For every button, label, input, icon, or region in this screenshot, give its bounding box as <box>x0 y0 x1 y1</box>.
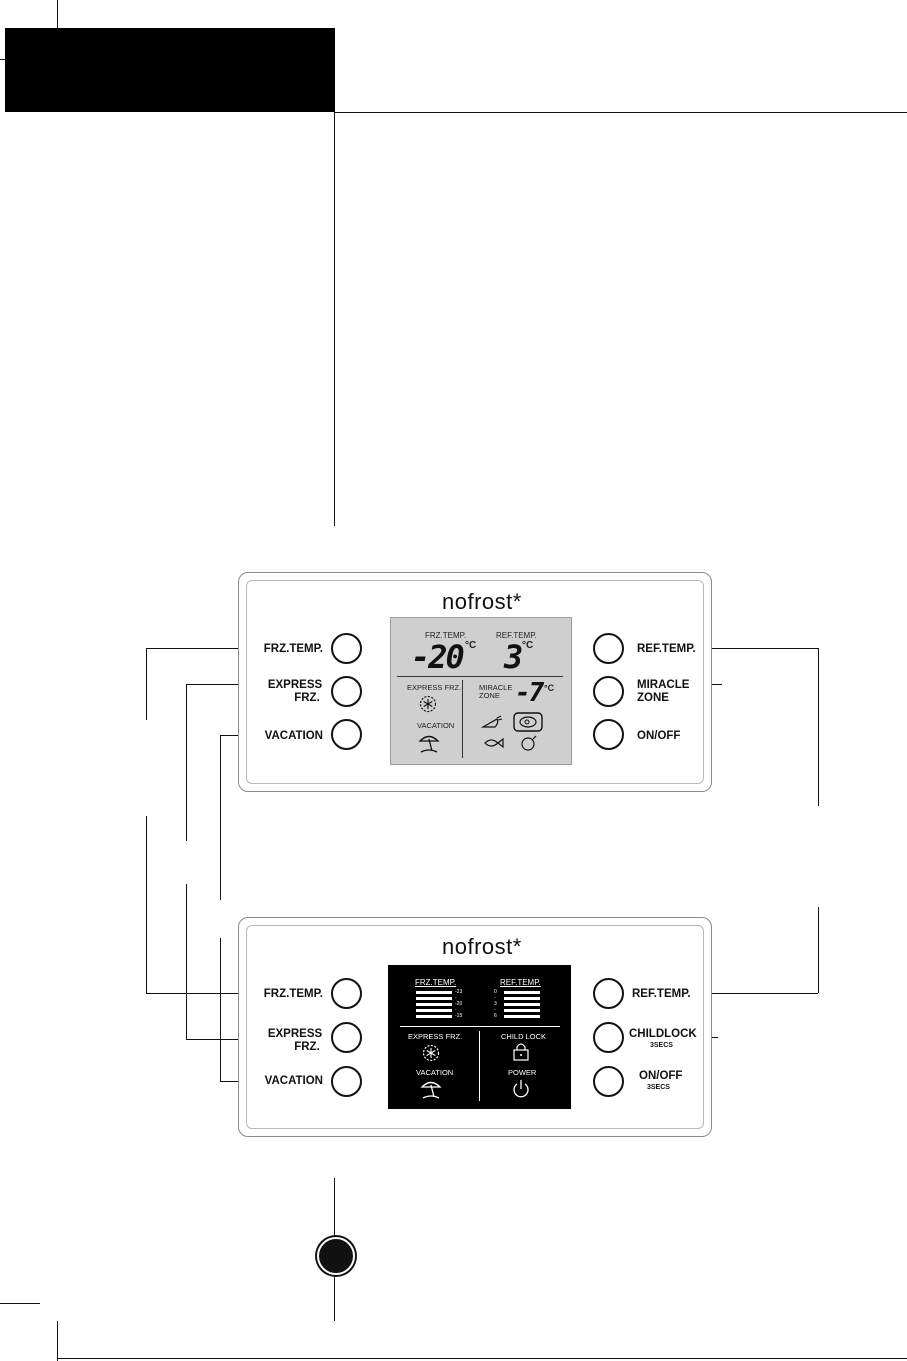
childlock-hold-hint: 3SECS <box>650 1042 673 1049</box>
ref-temp-label: REF.TEMP. <box>632 988 691 1000</box>
callout-vacation-top-v <box>220 735 221 900</box>
frz-temp-label: FRZ.TEMP. <box>263 643 323 655</box>
lcd-divider-v <box>462 680 463 758</box>
lcd-frz-unit: °C <box>465 640 477 651</box>
poultry-icon <box>521 735 537 751</box>
on-off-label: ON/OFF <box>639 1070 683 1082</box>
vacation-label: VACATION <box>264 1075 323 1087</box>
ref-temp-button[interactable] <box>593 978 624 1009</box>
lcd-miracle-value: -7 <box>515 678 544 708</box>
frz-temp-label: FRZ.TEMP. <box>263 988 323 1000</box>
callout-vacation-bottom-v <box>220 938 221 1081</box>
miracle-zone-button[interactable] <box>593 676 624 707</box>
power-icon <box>513 1080 529 1098</box>
panel-inner-border <box>246 925 704 1129</box>
led-power-label: POWER <box>508 1068 537 1077</box>
frz-level-bars <box>416 991 452 1018</box>
footer-rule <box>57 1358 907 1359</box>
callout-express-bottom <box>186 1039 266 1040</box>
ref-temp-label: REF.TEMP. <box>637 643 696 655</box>
express-freeze-icon <box>419 695 437 713</box>
callout-frz-bottom <box>146 993 266 994</box>
callout-frz-bottom-v <box>146 816 147 993</box>
vegetable-icon <box>481 715 503 728</box>
led-child-lock-label: CHILD LOCK <box>501 1032 547 1041</box>
ref-scale: 0 - 3 - 6 <box>494 989 497 1019</box>
vacation-label: VACATION <box>264 730 323 742</box>
control-panel-top: nofrost* FRZ.TEMP. EXPRESS FRZ. VACATION… <box>238 572 712 792</box>
lcd-frz-value: -20 <box>411 638 465 676</box>
vacation-button[interactable] <box>331 719 362 750</box>
lcd-display: FRZ.TEMP. -20 °C REF.TEMP. 3 °C EXPRESS … <box>390 617 572 765</box>
brand-logo: nofrost* <box>442 934 522 959</box>
led-ref-label: REF.TEMP. <box>500 978 541 987</box>
callout-ref-top-v <box>818 648 819 806</box>
on-off-button[interactable] <box>593 719 624 750</box>
on-off-label: ON/OFF <box>637 730 681 742</box>
lcd-express-label: EXPRESS FRZ. <box>407 683 462 692</box>
frz-scale: -23 - -20 - -15 <box>455 989 463 1019</box>
childlock-button[interactable] <box>593 1022 624 1053</box>
callout-ref-bottom-v <box>818 907 819 993</box>
callout-express-top-v <box>186 684 187 841</box>
crop-mark-top <box>57 0 58 28</box>
lcd-frz-label: FRZ.TEMP. <box>425 631 467 640</box>
lcd-miracle-unit: °C <box>544 683 555 693</box>
control-panel-bottom: nofrost* FRZ.TEMP. EXPRESS FRZ. VACATION… <box>238 917 712 1137</box>
lcd-ref-value: 3 <box>504 638 523 676</box>
express-frz-button[interactable] <box>331 1022 362 1053</box>
header-black-block <box>5 28 335 112</box>
callout-express-bottom-v <box>186 884 187 1039</box>
lcd-divider-h <box>397 676 563 677</box>
led-frz-label: FRZ.TEMP. <box>415 978 457 987</box>
lcd-ref-unit: °C <box>522 640 534 651</box>
vacation-umbrella-icon <box>420 1081 442 1099</box>
meat-selected-icon <box>513 712 543 732</box>
lcd-ref-label: REF.TEMP. <box>496 631 537 640</box>
miracle-zone-label: MIRACLE ZONE <box>637 679 690 704</box>
led-vacation-label: VACATION <box>416 1068 454 1077</box>
lcd-vacation-label: VACATION <box>417 721 455 730</box>
header-rule <box>335 112 907 113</box>
panel-inner-border <box>246 580 704 784</box>
on-off-hold-hint: 3SECS <box>647 1084 670 1091</box>
crop-mark-bottom <box>57 1321 58 1361</box>
lcd-miracle-label: MIRACLE ZONE <box>479 683 513 700</box>
lock-icon <box>513 1043 529 1061</box>
callout-ref-bottom <box>690 993 818 994</box>
frz-temp-button[interactable] <box>331 633 362 664</box>
column-divider <box>334 112 335 526</box>
vacation-umbrella-icon <box>418 735 440 753</box>
frz-temp-button[interactable] <box>331 978 362 1009</box>
on-off-button[interactable] <box>593 1066 624 1097</box>
ref-temp-button[interactable] <box>593 633 624 664</box>
express-frz-label: EXPRESS FRZ. <box>267 679 323 704</box>
express-freeze-icon <box>422 1044 440 1062</box>
crop-mark-left <box>0 59 5 60</box>
vacation-button[interactable] <box>331 1066 362 1097</box>
led-divider-h <box>400 1026 560 1027</box>
led-display: FRZ.TEMP. -23 - -20 - -15 REF.TEMP. 0 - … <box>388 965 571 1109</box>
callout-frz-top <box>146 648 266 649</box>
callout-ref-top <box>690 648 818 649</box>
childlock-label: CHILDLOCK <box>629 1028 697 1040</box>
fish-icon <box>484 737 504 749</box>
ref-level-bars <box>504 991 540 1018</box>
led-divider-v <box>479 1031 480 1101</box>
brand-logo: nofrost* <box>442 589 522 614</box>
callout-frz-top-v <box>146 648 147 720</box>
led-express-label: EXPRESS FRZ. <box>408 1032 463 1041</box>
page-marker-dot <box>317 1237 355 1275</box>
crop-mark-bottom-left <box>0 1303 40 1304</box>
express-frz-label: EXPRESS FRZ. <box>267 1028 323 1053</box>
express-frz-button[interactable] <box>331 676 362 707</box>
callout-express-top <box>186 684 266 685</box>
